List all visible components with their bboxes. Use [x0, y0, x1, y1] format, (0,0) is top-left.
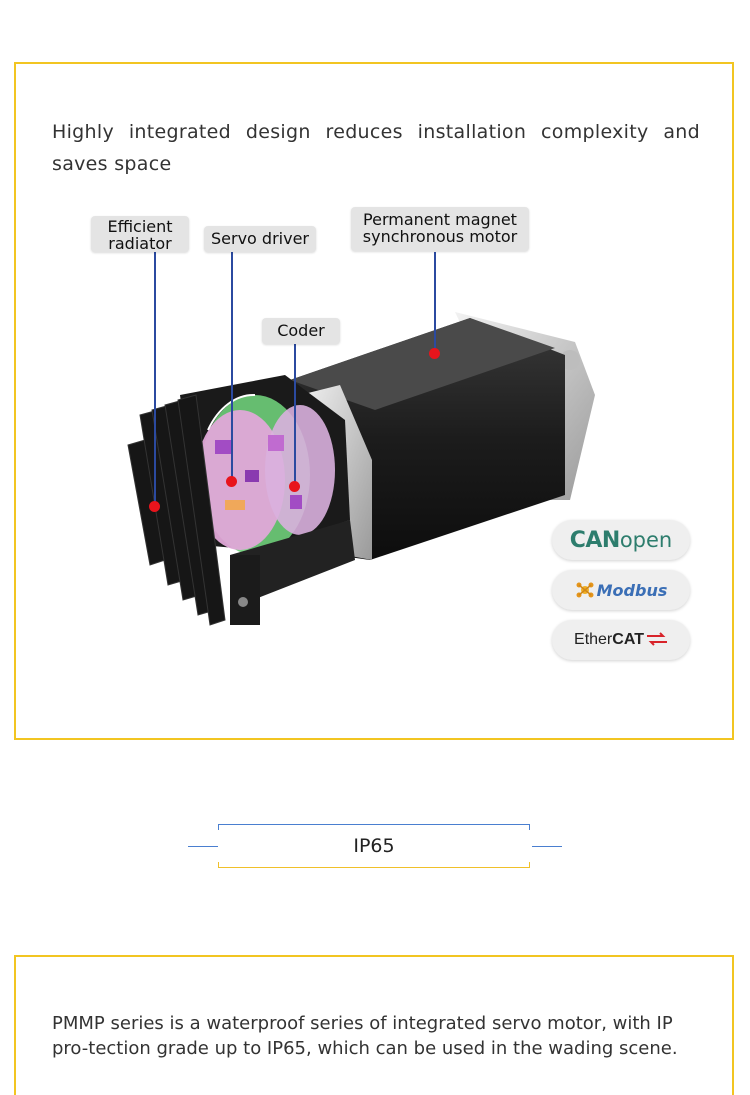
ip-title-left-dash — [188, 846, 218, 847]
label-radiator-line2: radiator — [108, 234, 172, 253]
label-coder: Coder — [262, 318, 340, 344]
ip-title-top-bracket — [218, 824, 530, 830]
modbus-logo-icon — [575, 580, 595, 600]
section-title-ip65: IP65 — [353, 835, 395, 857]
modbus-badge: Modbus — [552, 570, 690, 610]
label-efficient-radiator: Efficient radiator — [91, 216, 189, 252]
feature-frame-waterproof — [14, 955, 734, 1095]
heatsink-fins — [127, 394, 226, 626]
coder-marker — [289, 481, 300, 492]
driver-callout-line — [231, 252, 233, 480]
canopen-open-text: open — [619, 528, 673, 552]
intro-text: Highly integrated design reduces install… — [52, 121, 700, 175]
label-radiator-line1: Efficient — [107, 217, 173, 236]
ip-title-bottom-bracket — [218, 862, 530, 868]
label-pm-motor: Permanent magnet synchronous motor — [351, 207, 529, 251]
label-motor-line2: synchronous motor — [362, 227, 518, 246]
label-servo-driver: Servo driver — [204, 226, 316, 252]
radiator-callout-line — [154, 252, 156, 506]
canopen-can-text: CAN — [569, 527, 621, 553]
ethercat-ether-text: Ether — [574, 631, 613, 648]
canopen-badge: CAN open — [552, 520, 690, 560]
feature-frame-integration — [14, 62, 734, 740]
ethercat-badge: Ether CAT — [552, 620, 690, 660]
ip-title-right-dash — [532, 846, 562, 847]
servo-motor-illustration — [127, 312, 595, 626]
ethercat-cat-text: CAT — [612, 631, 644, 648]
motor-marker — [429, 348, 440, 359]
radiator-marker — [149, 501, 160, 512]
modbus-text: Modbus — [596, 580, 668, 600]
waterproof-description: PMMP series is a waterproof series of in… — [52, 1013, 678, 1059]
motor-callout-line — [434, 252, 436, 352]
ethercat-arrows-icon — [646, 631, 668, 650]
coder-callout-line — [294, 344, 296, 486]
label-motor-line1: Permanent magnet — [363, 210, 517, 229]
driver-marker — [226, 476, 237, 487]
